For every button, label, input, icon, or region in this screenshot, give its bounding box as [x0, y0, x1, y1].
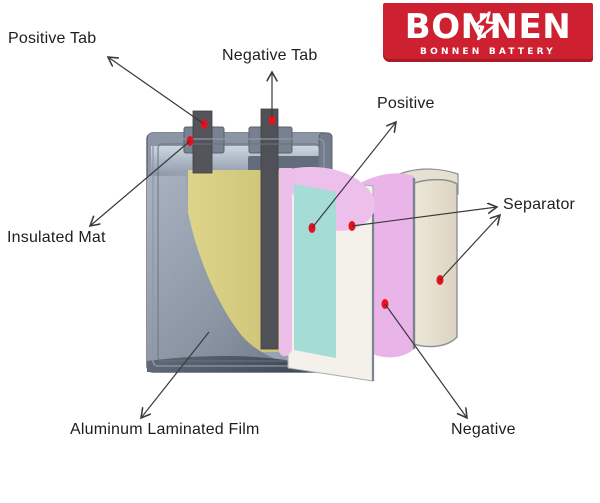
label-insulated-mat: Insulated Mat [7, 229, 106, 246]
callout-arrows [90, 57, 500, 418]
arrow-aluminum-film [141, 331, 210, 418]
label-aluminum-laminated-film: Aluminum Laminated Film [70, 421, 260, 438]
label-negative: Negative [451, 421, 516, 438]
logo-subtitle: BONNEN BATTERY [420, 47, 556, 57]
lightning-bolt-icon [473, 11, 499, 41]
label-positive-tab: Positive Tab [8, 30, 97, 47]
marker-negative-tab [268, 115, 276, 125]
label-negative-tab: Negative Tab [222, 47, 318, 64]
arrow-insulated-mat [90, 140, 191, 226]
positive-sheet-teal [294, 184, 336, 358]
pink-edge-sliver [279, 168, 292, 357]
arrow-separator-2 [439, 215, 500, 281]
bonnen-logo: BONNEN BONNEN BATTERY [383, 3, 593, 62]
label-positive: Positive [377, 95, 435, 112]
arrow-negative [384, 303, 467, 418]
label-separator: Separator [503, 196, 576, 213]
film-bottom-wedge [147, 355, 332, 372]
arrow-positive [311, 122, 396, 229]
pouch-top-rim [148, 133, 329, 147]
film-front-flap [147, 176, 332, 372]
logo-brand-row: BONNEN [405, 8, 571, 46]
arrow-separator-1 [351, 207, 497, 227]
arrow-positive-tab [108, 57, 205, 125]
negative-tab-shape [260, 108, 279, 350]
